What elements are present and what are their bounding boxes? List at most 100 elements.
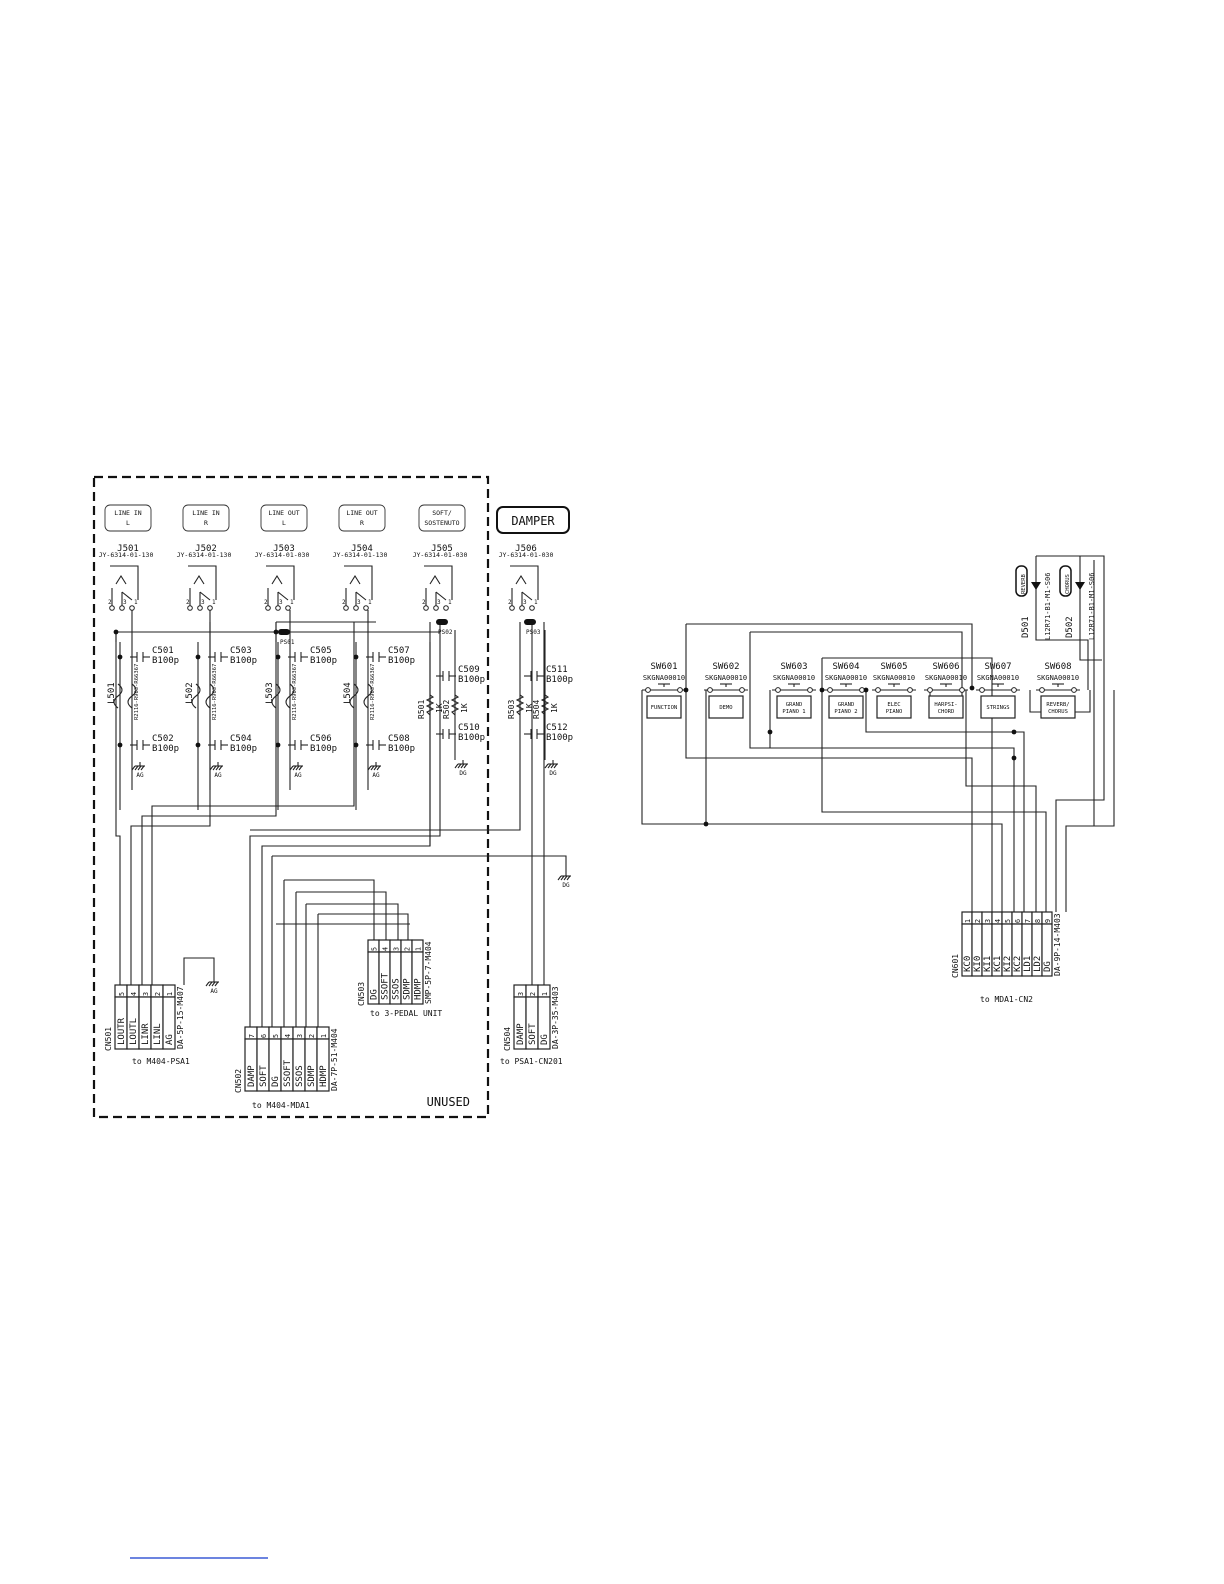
ground-icon [140,765,145,771]
connector-id: CN503 [357,982,366,1006]
jack-pin-number: 2 [508,599,512,606]
junction-dot [1011,755,1017,761]
capacitor-id: C506 [310,734,332,744]
jack-part: JY-6314-01-130 [99,551,154,559]
unused-label: UNUSED [427,1095,470,1109]
switch-id: SW603 [780,662,807,672]
inductor-icon [113,683,123,709]
led-tag-box [1015,565,1028,597]
connector-pin-number: 5 [371,947,379,951]
connector-pin-number: 6 [260,1034,268,1038]
jack-pin-number: 3 [523,599,527,606]
inductor-icon [127,683,137,709]
connector-pin-number: 3 [517,992,525,996]
connector-pin-number: 4 [284,1034,292,1038]
ground-icon [454,763,459,769]
switch-label: CHORUS [1048,709,1068,715]
switch-part: SKGNA00010 [825,674,867,682]
connector-pin-name: HDMP [319,1065,329,1087]
jack-pin-number: 1 [212,599,216,606]
resistor-id: R501 [417,700,426,719]
capacitor-id: C511 [546,665,568,675]
ground-icon [566,875,571,881]
junction-dot [195,654,201,660]
jack-pin-icon [197,605,203,611]
inductor-icon [285,683,295,709]
inductor-id: L504 [343,682,353,704]
jack-lead [277,591,289,601]
connector-pin-name: DG [370,989,380,1000]
junction-dot [275,742,281,748]
jack-pin-number: 3 [201,599,205,606]
connector-destination: to PSA1-CN201 [500,1057,563,1066]
switch-contact-icon [1071,687,1077,693]
junction-dot [819,687,825,693]
switch-part: SKGNA00010 [773,674,815,682]
switch-id: SW605 [880,662,907,672]
jack-pin-icon [207,605,213,611]
inductor-id: L501 [107,682,117,704]
jack-symbol [510,565,539,600]
jack-tag [260,504,308,532]
switch-label: PIANO 2 [834,709,857,715]
ferrite-bead-icon [278,629,290,635]
jack-pin-icon [187,605,193,611]
capacitor-value: B100p [152,744,179,754]
switch-label: PIANO [886,709,903,715]
capacitor-value: B100p [458,675,485,685]
connector-id: CN601 [951,954,960,978]
jack-id: J501 [117,544,139,554]
jack-pin-icon [529,605,535,611]
jack-tag-label: L [282,519,286,527]
jack-tag-label: R [204,519,208,527]
connector-pin-number: 4 [994,919,1002,923]
capacitor-id: C504 [230,734,252,744]
capacitor-value: B100p [546,675,573,685]
capacitor-id: C507 [388,646,410,656]
jack-pin-number: 1 [534,599,538,606]
jack-id: J503 [273,544,295,554]
connector-pin-number: 2 [529,992,537,996]
inductor-part: R2116-R903-R66367 [134,664,140,720]
switch-label: ELEC [887,702,900,708]
switch-contact-icon [959,687,965,693]
switch-label: DEMO [719,705,732,711]
jack-contact-icon [115,574,127,585]
resistor-icon [540,694,550,716]
connector-pin-name: AG [165,1034,175,1045]
connector-pin-name: DG [271,1076,281,1087]
connector-pin-number: 2 [154,992,162,996]
jack-symbol [344,565,373,600]
switch-part: SKGNA00010 [977,674,1019,682]
connector-pin-number: 7 [248,1034,256,1038]
connector-id: CN504 [503,1027,512,1051]
connector-part: DA-9P-14-M403 [1053,913,1062,976]
resistor-id: R503 [507,700,516,719]
switch-button-box [980,695,1016,719]
connector-destination: to M404-PSA1 [132,1057,190,1066]
switch-contact-icon [979,687,985,693]
connector-pin-name: KC1 [993,956,1003,972]
switch-id: SW608 [1044,662,1071,672]
ground-label: DG [549,770,557,777]
connector-pin-name: SOFT [259,1065,269,1087]
ground-icon [463,763,468,769]
damper-tag-box [496,506,570,534]
capacitor-id: C501 [152,646,174,656]
connector-pin-name-cell [1041,923,1053,977]
damper-tag: DAMPER [511,514,555,528]
resistor-icon [450,694,460,716]
ground-label: AG [372,772,380,779]
jack-pin-number: 2 [422,599,426,606]
connector-pin-number: 6 [1014,919,1022,923]
static-wiring [92,475,1115,1559]
connector-pin-name-cell [411,951,424,1005]
ground-icon [215,765,220,771]
connector-pin-name: KC2 [1013,956,1023,972]
connector-id: CN502 [234,1069,243,1093]
switch-id: SW602 [712,662,739,672]
jack-contact-icon [349,574,361,585]
